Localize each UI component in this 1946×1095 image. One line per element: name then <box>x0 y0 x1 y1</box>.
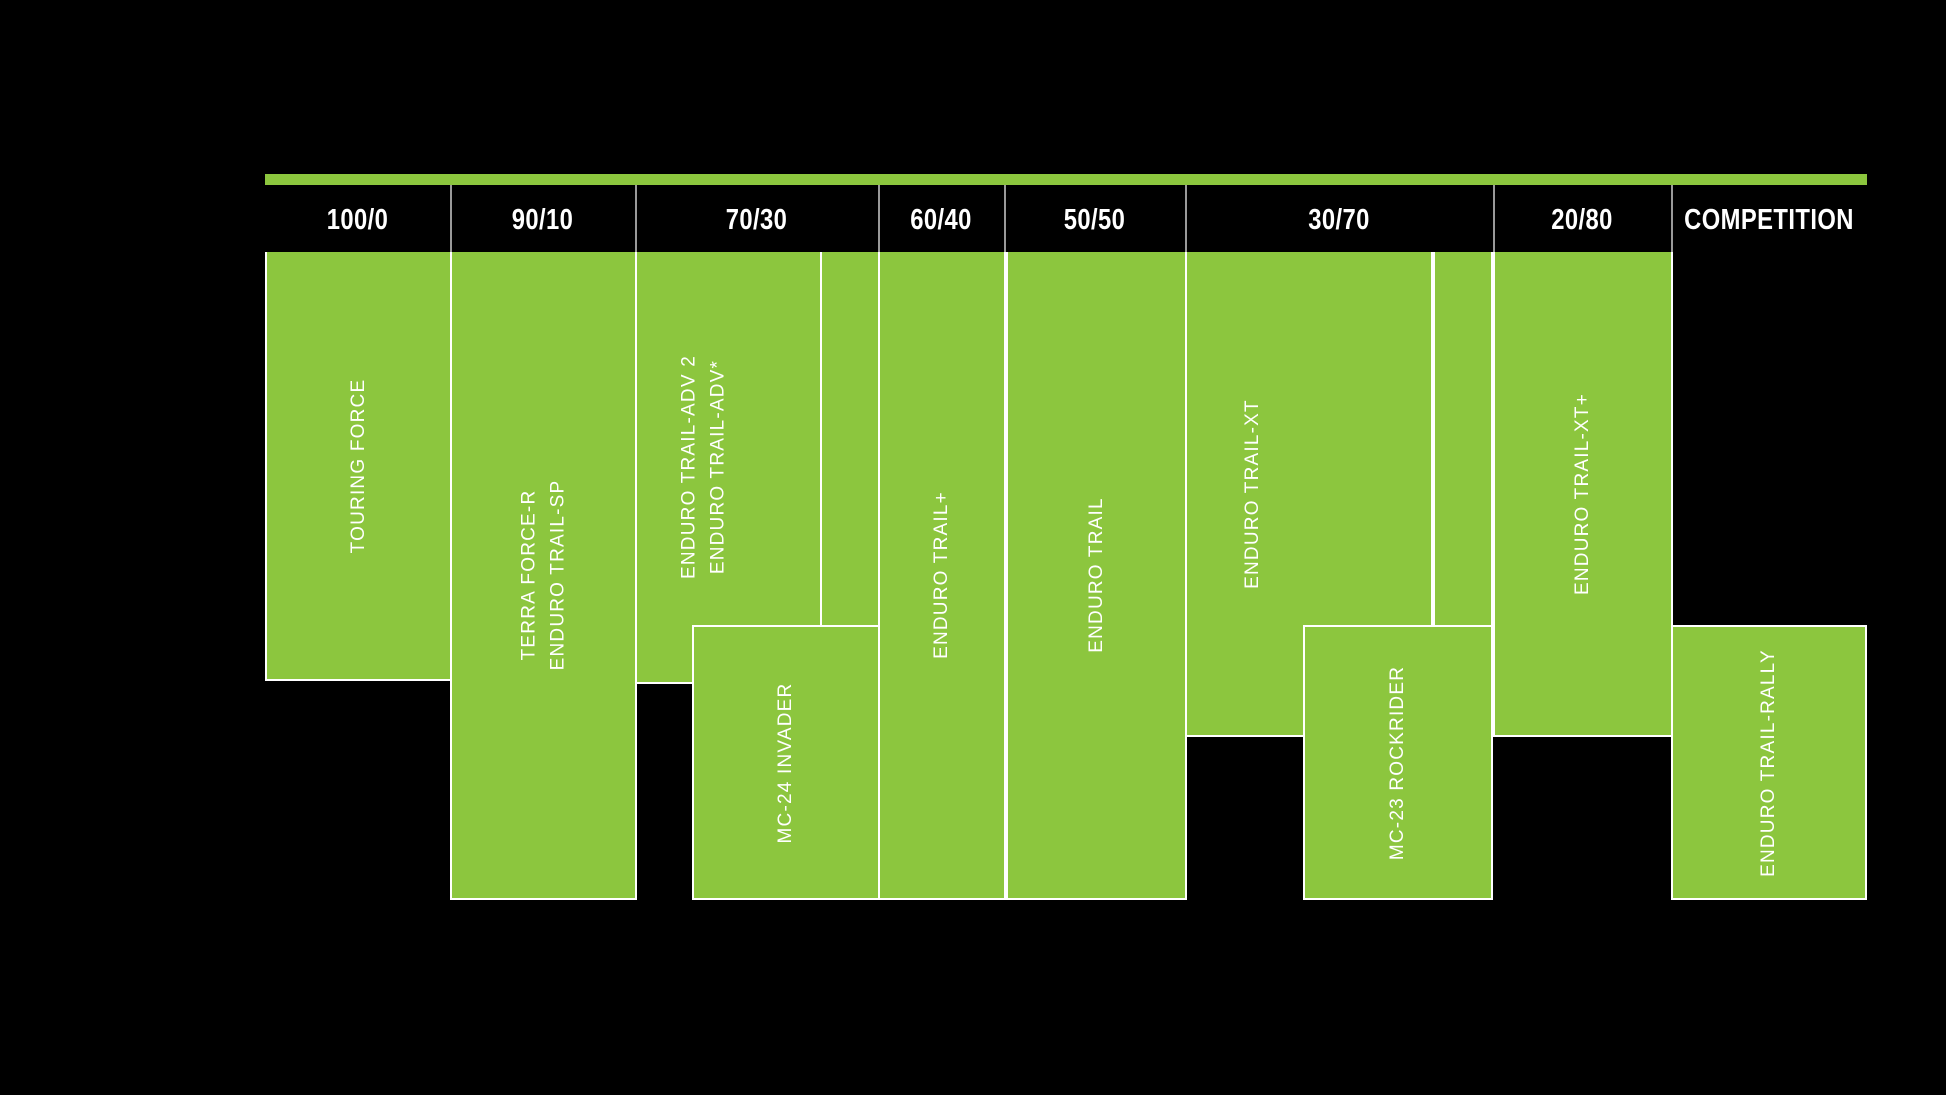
column-header-competition[interactable]: COMPETITION <box>1684 203 1854 236</box>
bar-label-enduro-trail-plus: ENDURO TRAIL+ <box>931 491 953 659</box>
header-divider-7 <box>1671 185 1673 252</box>
column-header-30-70[interactable]: 30/70 <box>1308 203 1370 236</box>
bar-mc-24-invader[interactable]: MC-24 INVADER <box>692 625 880 900</box>
bar-enduro-trail-adv2-extension[interactable] <box>820 252 880 632</box>
bar-label-enduro-trail: ENDURO TRAIL <box>1085 497 1107 653</box>
bar-label-enduro-trail-xt-plus: ENDURO TRAIL-XT+ <box>1572 392 1594 595</box>
header-divider-3 <box>878 185 880 252</box>
bar-enduro-trail-plus[interactable]: ENDURO TRAIL+ <box>878 252 1006 900</box>
header-divider-1 <box>450 185 452 252</box>
bar-label-mc-23-rockrider: MC-23 ROCKRIDER <box>1387 665 1409 860</box>
column-header-100-0[interactable]: 100/0 <box>326 203 389 236</box>
column-header-20-80[interactable]: 20/80 <box>1551 203 1613 236</box>
bar-enduro-trail-rally[interactable]: ENDURO TRAIL-RALLY <box>1671 625 1867 900</box>
header-divider-5 <box>1185 185 1187 252</box>
bar-label-mc-24-invader: MC-24 INVADER <box>775 682 797 843</box>
header-divider-6 <box>1493 185 1495 252</box>
column-header-50-50[interactable]: 50/50 <box>1063 203 1126 236</box>
column-header-90-10[interactable]: 90/10 <box>511 203 574 236</box>
top-accent-rule <box>265 174 1867 185</box>
column-header-70-30[interactable]: 70/30 <box>725 203 788 236</box>
bar-mc-23-rockrider[interactable]: MC-23 ROCKRIDER <box>1303 625 1493 900</box>
header-divider-4 <box>1004 185 1006 252</box>
header-divider-2 <box>635 185 637 252</box>
column-header-60-40[interactable]: 60/40 <box>910 203 972 236</box>
bar-enduro-trail-xt-extension[interactable] <box>1433 252 1493 632</box>
bar-enduro-trail-xt-plus[interactable]: ENDURO TRAIL-XT+ <box>1493 252 1673 737</box>
bar-label-enduro-trail-rally: ENDURO TRAIL-RALLY <box>1758 648 1780 877</box>
bar-label-enduro-trail-xt: ENDURO TRAIL-XT <box>1242 398 1264 589</box>
bar-enduro-trail[interactable]: ENDURO TRAIL <box>1006 252 1187 900</box>
bar-label-touring-force: TOURING FORCE <box>347 378 369 553</box>
bar-touring-force[interactable]: TOURING FORCE <box>265 252 452 681</box>
